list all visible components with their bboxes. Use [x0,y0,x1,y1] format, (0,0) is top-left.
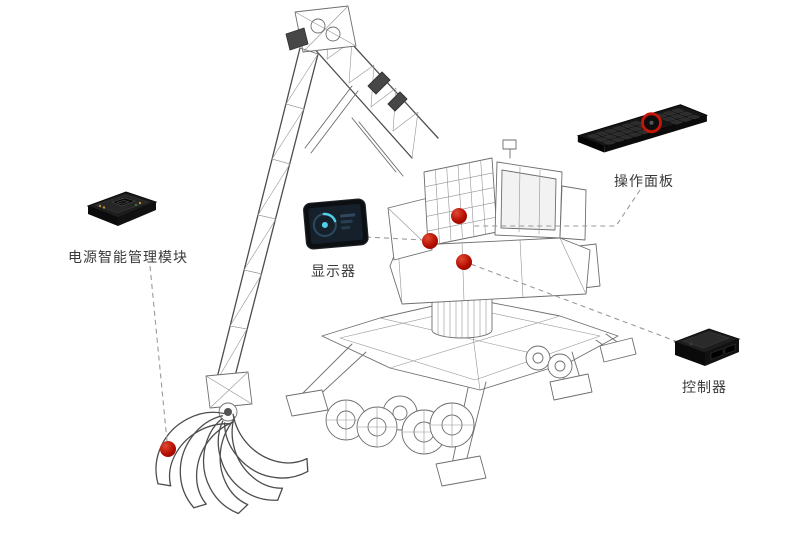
hotspot-marker-power-module [160,441,176,457]
power-module-image [82,176,162,236]
wheels [325,345,573,455]
leader-power-module [149,265,168,442]
display-image [301,194,372,258]
hotspot-marker-controller [456,254,472,270]
label-display: 显示器 [311,264,356,280]
control-panel-image [573,98,721,168]
stick-arm [215,27,319,385]
grab-claw [137,371,315,517]
leader-controller [467,262,679,343]
controller-image [667,320,745,380]
cab-and-housing [423,139,587,247]
label-power-module: 电源智能管理模块 [68,250,188,266]
outrigger-legs [285,333,637,487]
label-control-panel: 操作面板 [614,174,674,190]
leader-control-panel [472,189,641,227]
label-controller: 控制器 [682,380,727,396]
hotspot-marker-control-panel [451,208,467,224]
hotspot-marker-display [422,233,438,249]
leader-display [365,236,424,241]
